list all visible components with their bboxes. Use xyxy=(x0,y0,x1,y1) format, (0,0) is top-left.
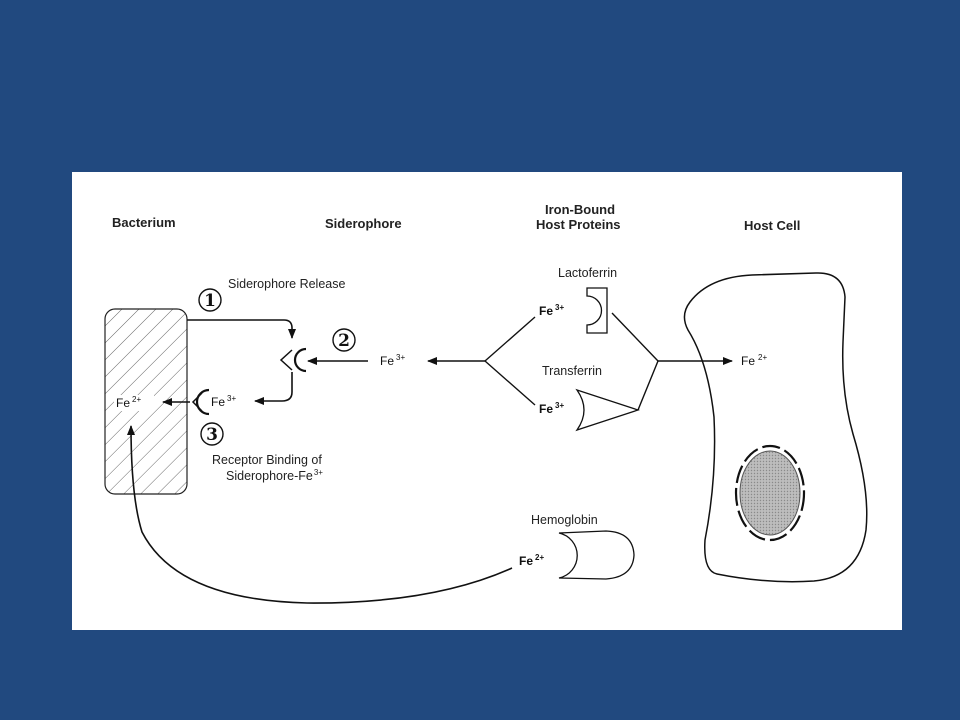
fe2-label-bg xyxy=(114,395,154,411)
heme-uptake-arrow xyxy=(127,425,513,604)
header-bacterium: Bacterium xyxy=(112,215,176,230)
hemoglobin-icon xyxy=(558,530,635,580)
transferrin-to-host-line xyxy=(637,360,659,411)
lactoferrin-label: Lactoferrin xyxy=(558,266,617,280)
siderophore-loaded-icon xyxy=(195,388,210,416)
loaded-siderophore-arrow xyxy=(254,372,293,405)
iron-acquisition-diagram: Bacterium Siderophore Iron-Bound Host Pr… xyxy=(104,202,868,604)
header-host-cell: Host Cell xyxy=(744,218,800,233)
step-3-label-line2: Siderophore-Fe3+ xyxy=(226,468,323,483)
step-3-circle xyxy=(200,422,224,446)
lactoferrin-icon xyxy=(586,287,608,334)
step-1-label: Siderophore Release xyxy=(228,277,345,291)
host-cell-outline xyxy=(683,272,868,583)
diagram-panel: Bacterium Siderophore Iron-Bound Host Pr… xyxy=(72,172,902,630)
release-arrow xyxy=(187,319,296,339)
bound-receptor-chevron xyxy=(191,392,203,412)
step-3-number: 3 xyxy=(206,425,218,445)
receptor-chevron xyxy=(279,349,293,371)
transferrin-icon xyxy=(575,388,641,432)
step-2-number: 2 xyxy=(338,331,350,351)
host-nucleus xyxy=(739,450,801,536)
step-1-circle xyxy=(198,288,222,312)
siderophore-empty-icon xyxy=(293,347,307,373)
step-1-number: 1 xyxy=(204,291,216,311)
lactoferrin-branch xyxy=(484,316,536,362)
nuclear-envelope xyxy=(734,444,806,542)
header-iron-bound-line1: Iron-Bound xyxy=(545,202,615,217)
transferrin-branch xyxy=(484,360,536,406)
step-2-circle xyxy=(332,328,356,352)
header-siderophore: Siderophore xyxy=(325,216,402,231)
header-iron-bound-line2: Host Proteins xyxy=(536,217,621,232)
transferrin-label: Transferrin xyxy=(542,364,602,378)
hemoglobin-label: Hemoglobin xyxy=(531,513,598,527)
step-3-label-line1: Receptor Binding of xyxy=(212,453,322,467)
lactoferrin-to-host-line xyxy=(611,312,659,362)
